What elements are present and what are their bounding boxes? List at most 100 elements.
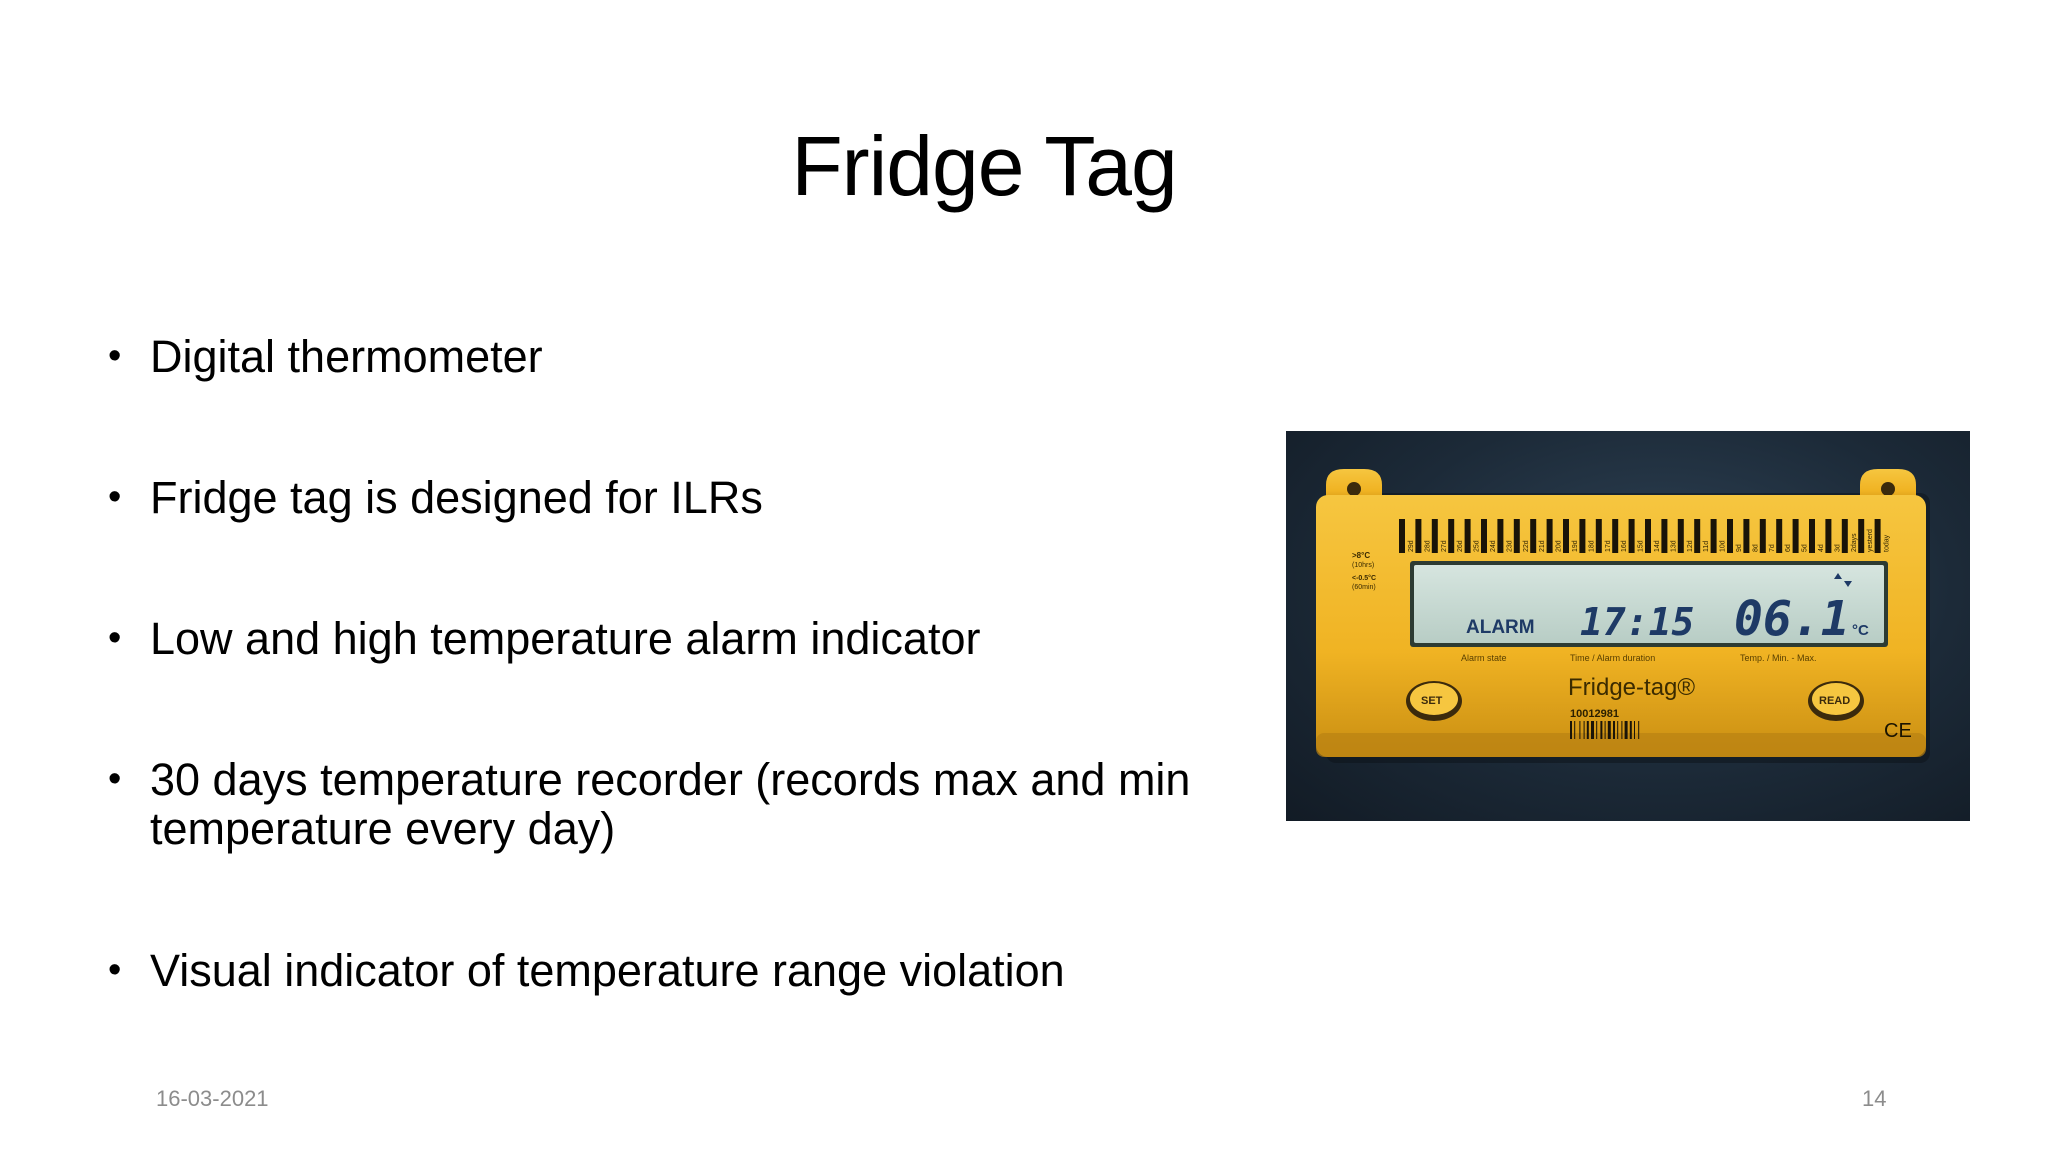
bullet-dot: • [108,758,122,800]
lcd-minmax-arrows-icon [1834,573,1852,587]
day-indicator-label: 13d [1670,540,1677,552]
day-indicator-bar [1727,519,1733,553]
day-indicator-label: 7d [1769,544,1776,552]
day-indicator-label: 16d [1621,540,1628,552]
bullet-item: • 30 days temperature recorder (records … [108,755,1258,853]
day-indicator-bar [1530,519,1537,553]
day-indicator-label: 6d [1785,544,1792,552]
page-number: 14 [1862,1086,1887,1111]
day-indicator-bar [1497,519,1504,553]
caption-alarm-state: Alarm state [1461,653,1507,663]
day-indicator-label: 15d [1638,540,1645,552]
day-indicator-bar [1776,519,1783,553]
barcode-bar [1583,721,1585,739]
bullet-text: Digital thermometer [150,331,543,382]
day-indicator-label: 8d [1752,544,1759,552]
high-alarm-duration: (10hrs) [1352,562,1374,569]
barcode-bar [1570,721,1572,739]
day-indicator-label: 9d [1736,544,1743,552]
bullet-dot: • [108,617,122,659]
day-indicator-bar [1513,519,1520,553]
set-button-label: SET [1421,695,1443,707]
bullet-text: Low and high temperature alarm indicator [150,613,981,664]
day-indicator-label: today [1884,534,1891,552]
bullet-text: 30 days temperature recorder (records ma… [150,754,1191,854]
lcd-screen [1414,565,1884,643]
slide-title: Fridge Tag [791,119,1177,213]
bullet-dot: • [108,476,122,518]
day-indicator-bar [1399,519,1405,553]
day-indicator-bar [1448,519,1455,553]
bullet-item: • Visual indicator of temperature range … [108,946,1258,995]
day-indicator-label: 4d [1818,544,1825,552]
set-button[interactable]: SET [1406,681,1462,721]
day-indicator-bar [1645,519,1651,553]
barcode-bar [1591,721,1594,739]
high-alarm-label: >8°C [1352,551,1370,560]
day-indicator-bar [1759,519,1766,553]
day-indicator-label: 25d [1474,540,1481,552]
lcd-time: 17:15 [1580,600,1694,644]
day-indicator-bar [1710,519,1717,553]
day-indicator-bar [1841,519,1848,553]
day-indicator-bar [1546,519,1553,553]
day-indicator-bar [1874,519,1881,553]
day-indicator-bar [1579,519,1586,553]
day-indicator-bar [1825,519,1832,553]
barcode-bar [1586,721,1589,739]
low-alarm-label: <-0.5°C [1352,574,1376,582]
bullet-dot: • [108,949,122,991]
day-indicator-bar [1464,519,1471,553]
day-indicator-label: 24d [1490,540,1497,552]
day-indicator-bar [1431,519,1438,553]
barcode-bar [1604,721,1606,739]
day-indicator-bar [1481,519,1487,553]
day-indicator-bar [1628,519,1635,553]
bullet-item: • Fridge tag is designed for ILRs [108,473,1258,522]
day-indicator-label: 27d [1441,540,1448,552]
day-indicator-label: yesterd [1867,529,1874,552]
day-indicator-bar [1595,519,1602,553]
day-indicator-label: 28d [1424,540,1431,552]
day-indicator-bar [1858,519,1865,553]
barcode-bar [1600,721,1603,739]
barcode-bar [1613,721,1615,739]
barcode-bar [1596,721,1598,739]
day-indicator-bar [1563,519,1569,553]
lcd-temperature: 06.1 [1734,591,1850,647]
day-indicator-bar [1694,519,1701,553]
barcode-bar [1629,721,1632,739]
bullet-text: Fridge tag is designed for ILRs [150,472,763,523]
brand-name: Fridge-tag® [1568,674,1695,701]
day-indicator-label: 10d [1720,540,1727,552]
day-indicator-label: 2days [1851,533,1858,552]
day-indicator-label: 22d [1523,540,1530,552]
day-indicator-bar [1809,519,1815,553]
bullet-item: • Digital thermometer [108,332,1258,381]
day-indicator-bar [1612,519,1619,553]
day-indicator-label: 23d [1506,540,1513,552]
caption-temp-minmax: Temp. / Min. - Max. [1740,653,1817,663]
day-indicator-bar [1743,519,1750,553]
day-indicator-label: 18d [1588,540,1595,552]
lcd-unit: °C [1852,622,1869,639]
day-indicator-label: 21d [1539,540,1546,552]
day-indicator-bar [1677,519,1684,553]
lcd-alarm-text: ALARM [1466,617,1535,638]
footer-date: 16-03-2021 [156,1086,269,1111]
day-indicator-label: 26d [1457,540,1464,552]
barcode [1570,721,1640,739]
bullet-item: • Low and high temperature alarm indicat… [108,614,1258,663]
read-button-label: READ [1819,695,1850,707]
barcode-bar [1579,721,1581,739]
barcode-bar [1634,721,1635,739]
barcode-bar [1638,721,1640,739]
barcode-bar [1621,721,1623,739]
barcode-bar [1574,721,1576,739]
read-button[interactable]: READ [1808,681,1864,721]
day-indicator-label: 20d [1556,540,1563,552]
